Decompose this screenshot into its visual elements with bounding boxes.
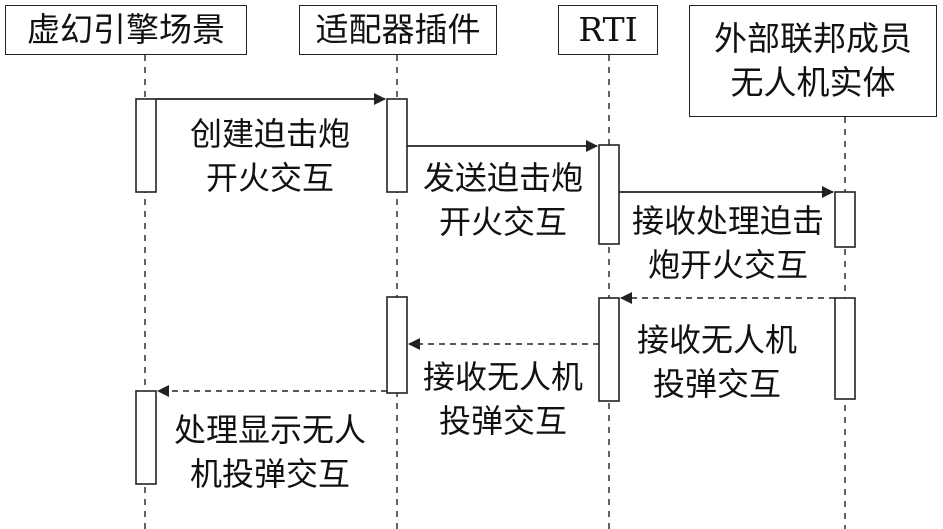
message-label-m2: 发送迫击炮 开火交互 — [422, 159, 583, 241]
message-label-m6: 处理显示无人 机投弹交互 — [173, 411, 366, 493]
participant-ue-label: 虚幻引擎场景 — [27, 10, 225, 49]
activation-ue-2 — [135, 390, 157, 485]
message-label-m3: 接收处理迫击 炮开火交互 — [631, 202, 824, 284]
participant-uav-label: 外部联邦成员 无人机实体 — [714, 19, 912, 102]
participant-ue: 虚幻引擎场景 — [5, 5, 247, 55]
participant-rti-label: RTI — [578, 10, 638, 49]
activation-ue-1 — [135, 98, 157, 193]
activation-rti-1 — [598, 144, 620, 245]
message-label-m5: 接收无人机 投弹交互 — [422, 358, 583, 440]
activation-rti-2 — [598, 297, 620, 402]
participant-adapter: 适配器插件 — [299, 5, 497, 55]
participant-adapter-label: 适配器插件 — [315, 10, 481, 49]
activation-uav-1 — [834, 191, 856, 248]
activation-adapter-2 — [386, 296, 408, 394]
participant-rti: RTI — [558, 5, 658, 55]
message-label-m4: 接收无人机 投弹交互 — [636, 321, 797, 403]
participant-uav: 外部联邦成员 无人机实体 — [689, 5, 937, 117]
activation-uav-2 — [834, 297, 856, 400]
activation-adapter-1 — [386, 98, 408, 193]
message-label-m1: 创建迫击炮 开火交互 — [189, 115, 350, 197]
